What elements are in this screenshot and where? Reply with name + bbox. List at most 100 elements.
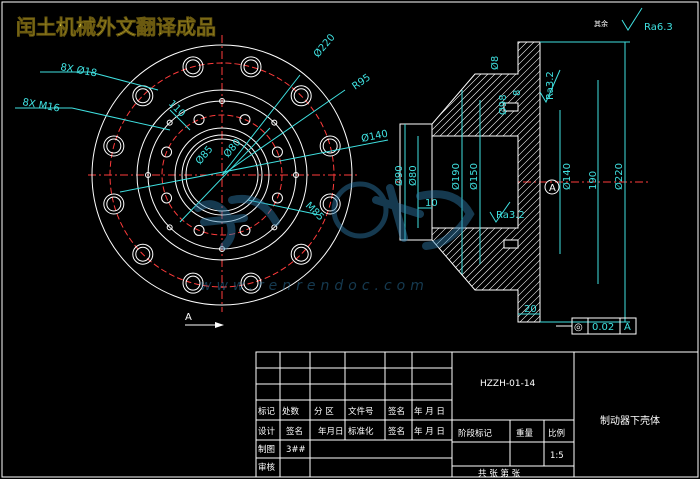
bolt-hole xyxy=(182,56,204,78)
small-hole xyxy=(239,114,251,126)
hatch-line xyxy=(469,42,540,322)
small-hole xyxy=(271,192,283,204)
leader-holes-18-diag xyxy=(89,71,159,91)
bolt-hole-inner xyxy=(135,88,151,104)
small-hole xyxy=(193,224,205,236)
watermark-logo-ring xyxy=(331,181,389,239)
small-hole xyxy=(161,146,173,158)
dim-line-r95 xyxy=(221,89,346,176)
tiny-hole xyxy=(271,119,278,126)
hatch-line xyxy=(596,30,700,330)
tiny-hole xyxy=(219,98,225,104)
title-block xyxy=(255,351,699,478)
label-d140-side: Ø140 xyxy=(561,163,573,190)
roughness-symbol-general xyxy=(621,7,643,31)
hatch-line xyxy=(432,42,540,322)
hatch-line xyxy=(432,42,540,322)
hatch-line xyxy=(434,42,540,322)
bolt-hole-inner xyxy=(185,275,201,291)
hatch-line xyxy=(645,30,700,330)
bolt-hole-inner xyxy=(135,246,151,262)
hatch-line xyxy=(659,30,700,330)
dim-line-m85 xyxy=(247,199,321,216)
circle-small-holes-pitch xyxy=(161,114,283,236)
outer-circle xyxy=(91,44,353,306)
tb-r1c1: 标记 xyxy=(258,406,276,417)
hatch-line xyxy=(432,42,540,322)
circle-150 xyxy=(147,100,297,250)
label-section-a: A xyxy=(185,312,192,323)
leader-m16-diag xyxy=(71,107,171,131)
tiny-holes xyxy=(145,98,299,252)
hatch-line xyxy=(589,30,700,330)
tb-r1c6: 年 月 日 xyxy=(414,406,445,417)
bolt-hole xyxy=(182,272,204,294)
tb-r2c2: 签名 xyxy=(286,426,303,437)
tapped-hole-top xyxy=(503,102,519,112)
hatch-line xyxy=(432,42,540,322)
label-8x-d18: 8X Ø18 xyxy=(59,61,98,79)
hatch-line xyxy=(561,30,700,330)
watermark-logo-shape-2 xyxy=(372,184,475,250)
label-ra32-side: Ra3.2 xyxy=(496,210,525,221)
small-hole xyxy=(193,114,205,126)
tb-r1c3: 分 区 xyxy=(314,407,334,417)
bolt-hole-inner xyxy=(106,196,122,212)
roughness-prefix: 其余 xyxy=(594,19,608,28)
circle-140 xyxy=(174,127,270,223)
hatch-line xyxy=(432,42,540,322)
hatch-line xyxy=(680,30,700,330)
hatch-line xyxy=(694,30,700,330)
label-datum-a: A xyxy=(549,183,556,194)
label-d140-front: Ø140 xyxy=(360,128,389,145)
bolt-hole xyxy=(319,135,341,157)
tb-weight: 重量 xyxy=(516,428,534,439)
label-d8: Ø8 xyxy=(489,56,501,70)
tb-scale-value: 1:5 xyxy=(550,451,564,461)
bolt-hole xyxy=(132,243,154,265)
small-hole xyxy=(271,146,283,158)
bolt-hole xyxy=(290,85,312,107)
bolt-hole-inner xyxy=(106,138,122,154)
bolt-hole-inner xyxy=(243,59,259,75)
label-d220-front: Ø220 xyxy=(311,32,338,60)
label-d90: Ø90 xyxy=(393,165,405,186)
bolt-hole-inner xyxy=(293,88,309,104)
bolt-hole-inner xyxy=(243,275,259,291)
dim-line-85 xyxy=(179,127,271,223)
tb-r2c5: 签名 xyxy=(388,426,405,437)
section-view xyxy=(395,7,700,335)
hatch-line xyxy=(617,30,700,330)
hatch-line xyxy=(476,42,540,322)
hatch-line xyxy=(432,42,540,322)
watermark-domain: www.renrendoc.com xyxy=(200,278,429,294)
title-block-text: 标记 处数 分 区 文件号 签名 年 月 日 设计 签名 年月日 标准化 签名 … xyxy=(258,379,660,479)
small-holes xyxy=(161,114,283,236)
hatch-line xyxy=(432,42,540,322)
tb-scale: 比例 xyxy=(548,428,565,439)
hatch-line xyxy=(432,42,526,322)
tb-r1c4: 文件号 xyxy=(348,406,374,417)
bolt-circle xyxy=(109,62,335,288)
roughness-symbol-local xyxy=(539,69,561,104)
datum-circle xyxy=(544,179,560,195)
tiny-hole xyxy=(293,172,299,178)
hatch-line xyxy=(652,30,700,330)
inner-bore xyxy=(431,135,519,229)
hatch-line xyxy=(582,30,700,330)
tb-stage-mark: 阶段标记 xyxy=(458,428,493,439)
watermark-logo-shape-1 xyxy=(194,195,280,250)
dim-line-140 xyxy=(119,139,389,193)
title-block-frame xyxy=(255,351,699,478)
hatch-line xyxy=(432,42,540,322)
tolerance-value: 0.02 xyxy=(592,322,614,333)
label-20: 20 xyxy=(524,304,537,315)
tiny-hole xyxy=(166,224,173,231)
label-d190: Ø190 xyxy=(450,163,462,190)
label-190: 190 xyxy=(588,171,599,190)
tolerance-reference: A xyxy=(624,322,631,333)
tapped-hole-bottom xyxy=(503,239,519,249)
label-r95: R95 xyxy=(350,72,372,92)
tb-r2c1: 设计 xyxy=(258,426,276,437)
